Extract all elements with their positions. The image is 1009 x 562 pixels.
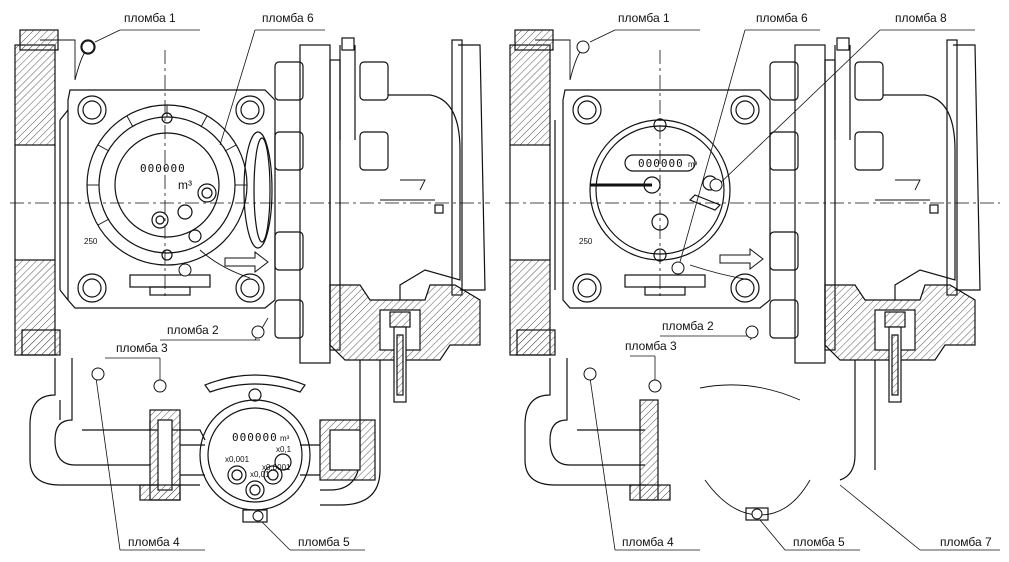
right-dial-unit: m³ (688, 160, 698, 169)
left-body-mark: 250 (84, 237, 98, 246)
left-seal-icons (81, 40, 265, 522)
left-main-counter: 000000 (140, 162, 186, 175)
right-seal-8-label: пломба 8 (895, 11, 947, 25)
left-bypass-unit: m³ (280, 434, 290, 443)
left-seal-5-label: пломба 5 (298, 535, 350, 549)
left-bypass-subdial-4: x0,0001 (262, 463, 291, 472)
right-seal-4-label: пломба 4 (622, 535, 674, 549)
left-leaders (94, 29, 365, 551)
left-seal-4-label: пломба 4 (128, 535, 180, 549)
left-bypass-subdial-1: x0,001 (225, 455, 250, 464)
left-seal-3-label: пломба 3 (116, 341, 168, 355)
right-seal-2-label: пломба 2 (662, 319, 714, 333)
right-leaders (589, 29, 1000, 551)
right-figure (505, 29, 1000, 521)
left-bypass-subdial-2: x0,1 (276, 445, 292, 454)
right-seal-3-label: пломба 3 (625, 339, 677, 353)
left-dial-unit: m³ (178, 178, 192, 192)
right-seal-5-label: пломба 5 (793, 535, 845, 549)
left-bypass-counter: 000000 (232, 431, 278, 444)
right-seal-icons (576, 40, 763, 520)
right-seal-7-label: пломба 7 (940, 535, 992, 549)
right-main-counter: 000000 (638, 157, 684, 170)
left-seal-1-label: пломба 1 (124, 11, 176, 25)
right-body-mark: 250 (579, 237, 593, 246)
left-bypass-subdial-3: x0,01 (250, 470, 270, 479)
left-seal-2-label: пломба 2 (167, 323, 219, 337)
left-seal-6-label: пломба 6 (262, 11, 314, 25)
left-figure (10, 29, 490, 523)
right-seal-6-label: пломба 6 (756, 11, 808, 25)
right-seal-1-label: пломба 1 (618, 11, 670, 25)
